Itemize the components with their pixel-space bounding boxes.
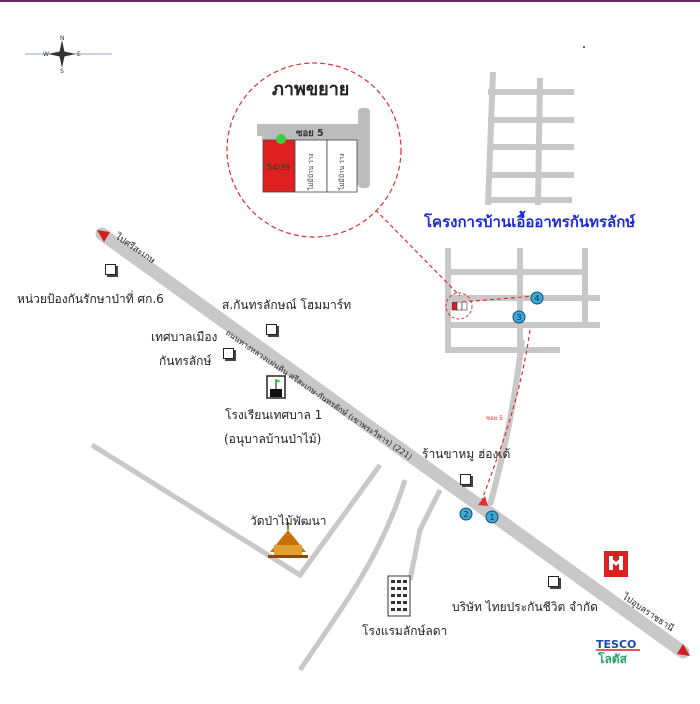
project-title: โครงการบ้านเอื้ออาทรกันทรลักษ์ [424,213,636,231]
label-municipality-line2[interactable]: กันทรลักษ์ [159,354,212,368]
label-insurance[interactable]: บริษัท ไทยประกันชีวิต จำกัด [452,600,598,614]
arrow-northwest-icon [97,230,110,242]
temple-icon [268,522,308,558]
poi-smart-shop-icon [266,324,277,335]
label-forest-unit[interactable]: หน่วยป้องกันรักษาป่าที่ ศก.6 [17,292,164,306]
marker-2[interactable]: 2 [459,507,473,521]
poi-insurance-icon [548,576,559,587]
road-label-side: ซอย 5 [486,415,503,422]
marker-1[interactable]: 1 [485,510,499,524]
svg-text:1: 1 [490,513,495,522]
zoom-inset: 54/39 ไม่มีบ้าน ว่าง ไม่มีบ้าน ว่าง ซอย … [226,62,402,238]
poi-municipality-icon [223,348,234,359]
route-arrow-icon [478,496,488,506]
svg-text:โลตัส: โลตัส [597,651,628,666]
zoom-neighbor-2: ไม่มีบ้าน ว่าง [338,153,346,191]
label-school-line2[interactable]: (อนุบาลบ้านป่าไม้) [224,432,322,446]
zoom-neighbor-1: ไม่มีบ้าน ว่าง [307,153,315,191]
svg-text:2: 2 [464,510,469,519]
zoom-soi-label: ซอย 5 [296,128,324,139]
top-border [0,0,700,2]
zoom-title: ภาพขยาย [272,79,350,100]
svg-text:4: 4 [535,294,540,303]
main-highway[interactable] [95,227,690,659]
zoom-plot-number: 54/39 [267,163,290,172]
compass-icon: N S W E [25,35,112,75]
marker-4[interactable]: 4 [530,291,544,305]
svg-text:E: E [77,51,81,58]
poi-forest-unit-icon [105,264,116,275]
label-pork-shop[interactable]: ร้านขาหมู ฮ่องเต้ [422,447,511,461]
hotel-building-icon [387,575,411,617]
label-temple[interactable]: วัดป่าไม้พัฒนา [250,514,327,528]
tesco-lotus-logo: TESCO โลตัส [596,638,640,666]
svg-text:W: W [43,51,49,58]
label-smart-shop[interactable]: ส.กันทรลักษณ์ โฮมมาร์ท [222,298,352,312]
svg-text:N: N [60,35,65,42]
red-brand-logo-icon [604,551,628,577]
poi-pork-shop-icon [460,474,471,485]
svg-text:3: 3 [517,313,522,322]
arrow-southeast-icon [677,644,690,656]
school-icon [266,375,286,399]
svg-text:S: S [60,68,64,75]
marker-3[interactable]: 3 [512,310,526,324]
label-municipality-line1[interactable]: เทศบาลเมือง [151,330,218,344]
label-school-line1[interactable]: โรงเรียนเทศบาล 1 [225,408,323,422]
label-hotel[interactable]: โรงแรมลักษ์ลดา [362,624,448,638]
plot-location-marker[interactable] [445,292,473,320]
svg-text:TESCO: TESCO [596,638,636,651]
